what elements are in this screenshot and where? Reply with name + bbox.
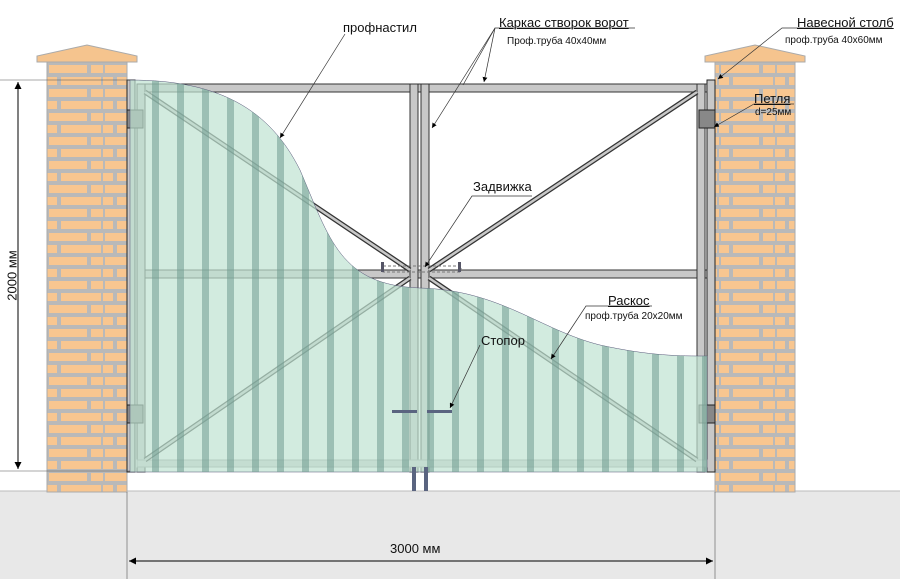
width-dimension <box>126 492 716 579</box>
label-brace-spec: проф.труба 20x20мм <box>585 311 683 322</box>
width-dimension-label: 3000 мм <box>390 541 441 556</box>
cladding-rib <box>202 80 209 472</box>
label-hinge-spec: d=25мм <box>755 107 792 118</box>
label-hinge: Петля <box>754 91 791 106</box>
height-dimension-label: 2000 мм <box>4 250 20 301</box>
label-profnastil: профнастил <box>343 20 417 35</box>
cladding-rib <box>277 80 284 472</box>
left-brick-pillar <box>36 44 138 493</box>
label-stopper: Стопор <box>481 333 525 348</box>
height-dimension <box>0 79 130 472</box>
label-frame-spec: Проф.труба 40x40мм <box>507 36 607 47</box>
cladding-rib <box>302 80 309 472</box>
cladding-rib <box>152 80 159 472</box>
cladding-rib <box>227 80 234 472</box>
label-hanging-post: Навесной столб <box>797 15 894 30</box>
label-brace: Раскос <box>608 293 650 308</box>
label-frame: Каркас створок ворот <box>499 15 629 30</box>
latch <box>381 262 462 273</box>
label-post-spec: проф.труба 40x60мм <box>785 35 883 46</box>
cladding-rib <box>252 80 259 472</box>
ground <box>0 491 900 579</box>
leader-lines <box>279 27 892 409</box>
stopper <box>392 410 452 491</box>
cladding-rib <box>327 80 334 472</box>
cladding-rib <box>177 80 184 472</box>
cladding-rib <box>352 80 359 472</box>
label-latch: Задвижка <box>473 179 532 194</box>
right-brick-pillar <box>704 44 806 493</box>
